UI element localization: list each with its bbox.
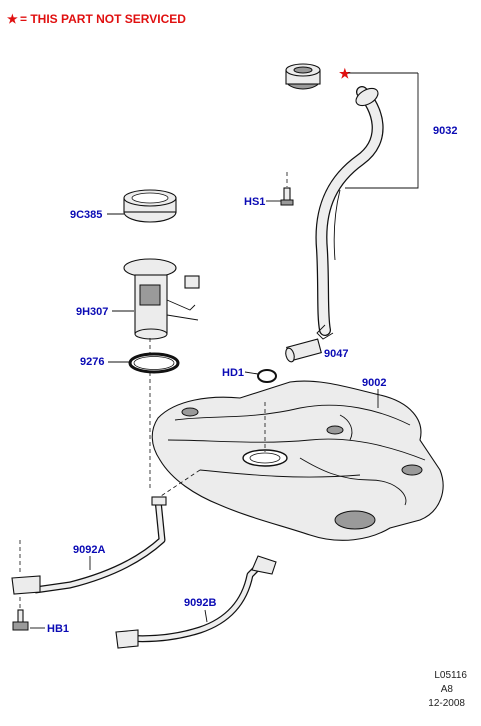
filler-hose: [285, 338, 322, 363]
label-hb1: HB1: [47, 623, 69, 635]
tank-strap-9092b: [115, 555, 277, 649]
label-9047: 9047: [324, 348, 348, 360]
label-hd1: HD1: [222, 367, 244, 379]
label-9002: 9002: [362, 377, 386, 389]
lock-ring: [123, 189, 177, 223]
fuel-tank: [151, 380, 444, 541]
legend-star-icon: ★: [7, 12, 18, 26]
hose-clamp-hd1: [257, 369, 277, 383]
label-9092b: 9092B: [184, 597, 216, 609]
footer-revision: A8: [441, 684, 454, 695]
label-9c385: 9C385: [70, 209, 102, 221]
bolt-hb1: [12, 609, 29, 631]
screw-hs1: [280, 172, 294, 206]
tank-strap-9092a: [11, 496, 167, 595]
filler-pipe: [315, 86, 384, 340]
label-9092a: 9092A: [73, 544, 105, 556]
fuel-pump-sender: [123, 258, 200, 355]
label-9276: 9276: [80, 356, 104, 368]
footer-code: L05116: [434, 670, 467, 681]
label-9h307: 9H307: [76, 306, 108, 318]
label-9032: 9032: [433, 125, 457, 137]
filler-cap: [285, 63, 321, 90]
legend: ★ = THIS PART NOT SERVICED: [7, 12, 186, 26]
not-serviced-star-icon: ★: [339, 66, 351, 81]
legend-text: = THIS PART NOT SERVICED: [20, 12, 186, 26]
footer-date: 12-2008: [428, 698, 465, 709]
seal-ring: [128, 352, 180, 374]
label-hs1: HS1: [244, 196, 265, 208]
